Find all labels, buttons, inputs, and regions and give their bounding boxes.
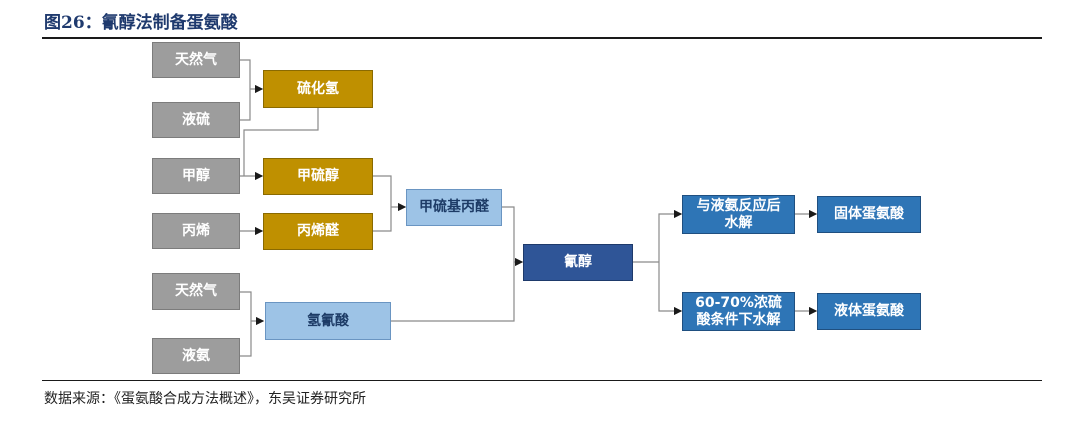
node-acid-hydrolysis-line2: 酸条件下水解	[696, 311, 781, 328]
node-acrolein: 丙烯醛	[263, 213, 373, 250]
node-propylene: 丙烯	[152, 213, 240, 249]
node-natural-gas-1: 天然气	[152, 42, 240, 78]
node-methylthio-propanal: 甲硫基丙醛	[406, 189, 502, 226]
node-liquid-ammonia: 液氨	[152, 338, 240, 374]
edge-h2s-down	[243, 108, 319, 176]
bottom-rule	[42, 380, 1042, 381]
node-solid-methionine: 固体蛋氨酸	[817, 196, 921, 233]
edge-hcn-cyanohydrin	[391, 262, 515, 322]
edge-branch-up	[658, 209, 683, 262]
node-liquid-methionine: 液体蛋氨酸	[817, 293, 921, 330]
edge-branch-down	[658, 262, 683, 316]
node-hydrogen-sulfide: 硫化氢	[263, 70, 373, 108]
edge-liqsulfur-h2s	[240, 89, 251, 121]
node-natural-gas-2: 天然气	[152, 273, 240, 310]
node-ammonia-hydrolysis: 与液氨反应后 水解	[682, 195, 795, 234]
edge-liqammonia-hcn	[240, 321, 252, 357]
node-methanol: 甲醇	[152, 158, 240, 194]
edge-natgas1-h2s	[240, 59, 251, 89]
node-acid-hydrolysis-line1: 60-70%浓硫	[695, 294, 782, 311]
edge-acrolein-mtp	[373, 207, 392, 232]
node-methyl-mercaptan: 甲硫醇	[263, 158, 373, 195]
node-cyanohydrin: 氰醇	[523, 244, 633, 281]
top-rule	[42, 37, 1042, 39]
figure-title: 图26：氰醇法制备蛋氨酸	[44, 13, 238, 33]
node-liquid-sulfur: 液硫	[152, 102, 240, 138]
source-note: 数据来源：《蛋氨酸合成方法概述》，东吴证券研究所	[44, 391, 366, 407]
node-hydrogen-cyanide: 氢氰酸	[265, 302, 391, 340]
edge-mercaptan-mtp	[373, 175, 392, 207]
node-acid-hydrolysis: 60-70%浓硫 酸条件下水解	[682, 292, 795, 331]
node-ammonia-hydrolysis-line2: 水解	[724, 214, 753, 231]
node-ammonia-hydrolysis-line1: 与液氨反应后	[696, 197, 781, 214]
edge-natgas2-hcn	[240, 291, 252, 321]
edge-mtp-cyanohydrin	[502, 206, 515, 262]
